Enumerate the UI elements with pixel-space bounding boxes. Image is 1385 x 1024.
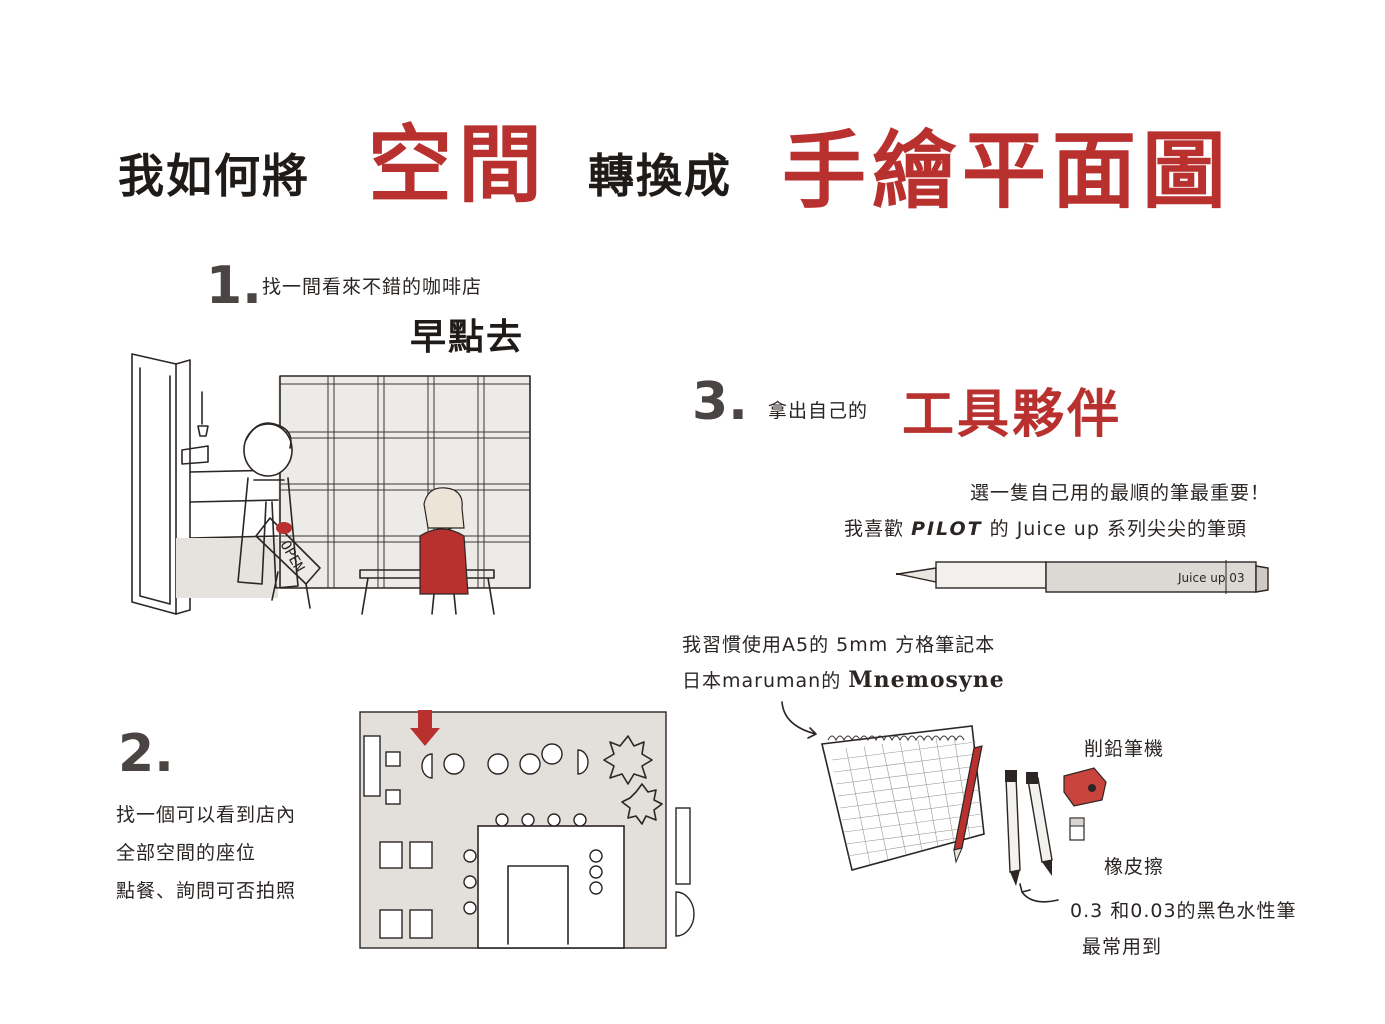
stationery-illustration: [776, 700, 1107, 910]
step-1-line-2: 早點去: [410, 317, 525, 358]
step-2-line-2: 全部空間的座位: [116, 842, 257, 864]
pen-brand: PILOT: [911, 518, 983, 540]
title-part-4: 手繪平面圖: [782, 122, 1233, 220]
pen-note-line-2: 我喜歡 PILOT 的 Juice up 系列尖尖的筆頭: [844, 514, 1247, 541]
sharpener-label: 削鉛筆機: [1084, 738, 1165, 760]
cafe-interior-illustration: OPEN: [128, 352, 534, 620]
pen-note-prefix: 我喜歡: [844, 518, 905, 540]
floor-plan-illustration: [358, 706, 704, 952]
step-3-highlight: 工具夥伴: [902, 385, 1123, 445]
step-2-number: 2.: [118, 724, 174, 784]
title-part-1: 我如何將: [118, 149, 310, 203]
step-1-number: 1.: [206, 256, 262, 316]
title-part-2: 空間: [368, 116, 549, 214]
step-1-line-1: 找一間看來不錯的咖啡店: [262, 276, 483, 298]
marker-note-line-2: 最常用到: [1082, 936, 1163, 958]
notebook-note-line-1: 我習慣使用A5的 5mm 方格筆記本: [682, 634, 996, 656]
step-3-number: 3.: [692, 372, 748, 432]
step-2-line-3: 點餐、詢問可否拍照: [116, 880, 297, 902]
marker-note-line-1: 0.3 和0.03的黑色水性筆: [1070, 900, 1297, 922]
pen-note-suffix: 的 Juice up 系列尖尖的筆頭: [989, 518, 1247, 540]
pen-note-line-1: 選一隻自己用的最順的筆最重要！: [970, 482, 1271, 504]
pen-illustration: Juice up 03: [896, 554, 1276, 600]
notebook-note-line-2: 日本maruman的 Mnemosyne: [682, 666, 1005, 693]
step-3-prefix: 拿出自己的: [768, 400, 869, 422]
step-2-line-1: 找一個可以看到店內: [116, 804, 297, 826]
notebook-note-prefix: 日本maruman的: [682, 670, 842, 692]
notebook-brand: Mnemosyne: [848, 667, 1005, 693]
eraser-label: 橡皮擦: [1104, 856, 1165, 878]
pen-label: Juice up 03: [1177, 571, 1245, 585]
title-part-3: 轉換成: [588, 149, 732, 203]
